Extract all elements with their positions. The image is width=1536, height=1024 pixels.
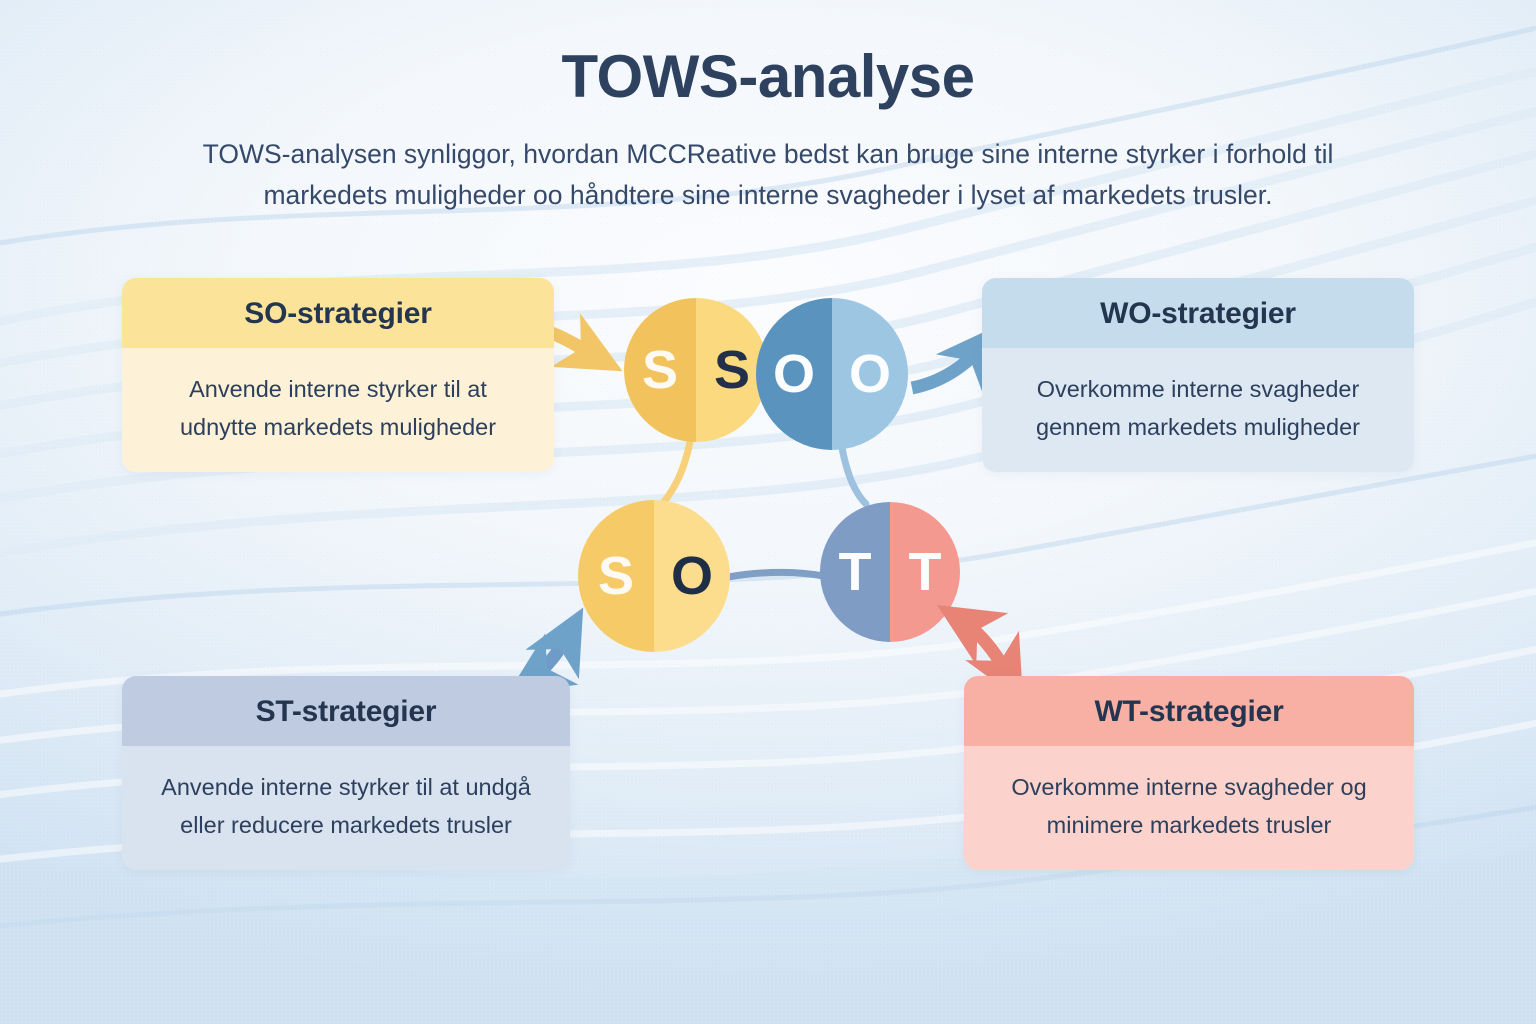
card-wt-strategier[interactable]: WT-strategier Overkomme interne svaghede… xyxy=(964,676,1414,870)
circle-threats-right-letter: T xyxy=(908,542,942,602)
connector-s-to-so xyxy=(660,438,694,506)
circle-threats-left-letter: T xyxy=(838,542,872,602)
circle-strengths-left-half xyxy=(624,298,696,442)
page-title: TOWS-analyse xyxy=(561,43,975,110)
page-subtitle: TOWS-analysen synliggor, hvordan MCCReat… xyxy=(202,139,1334,210)
st-arrow xyxy=(507,607,584,695)
circle-opportunities: O O xyxy=(756,298,908,450)
card-st-strategier[interactable]: ST-strategier Anvende interne styrker ti… xyxy=(122,676,570,870)
connector-o-to-t xyxy=(838,444,870,508)
circle-opportunities-right-letter: O xyxy=(848,344,891,404)
circle-so-right-half xyxy=(654,500,730,652)
circle-strengths: S S xyxy=(624,298,768,442)
card-so-title: SO-strategier xyxy=(122,278,554,348)
circle-strengths-left-letter: S xyxy=(641,340,679,400)
circle-so-left-letter: S xyxy=(597,546,635,606)
card-wo-body: Overkomme interne svagheder gennem marke… xyxy=(982,348,1414,472)
circle-opportunities-left-half xyxy=(756,298,832,450)
card-so-body: Anvende interne styrker til at udnytte m… xyxy=(122,348,554,472)
circle-so-left-half xyxy=(578,500,654,652)
circle-threats-left-half xyxy=(820,502,890,642)
card-wo-strategier[interactable]: WO-strategier Overkomme interne svaghede… xyxy=(982,278,1414,472)
circle-opportunities-left-letter: O xyxy=(772,344,815,404)
wt-arrow xyxy=(936,605,1024,703)
card-wt-title: WT-strategier xyxy=(964,676,1414,746)
circle-so-right-letter: O xyxy=(670,546,713,606)
circle-threats: T T xyxy=(820,502,960,642)
card-wo-title: WO-strategier xyxy=(982,278,1414,348)
card-st-title: ST-strategier xyxy=(122,676,570,746)
circle-opportunities-right-half xyxy=(832,298,908,450)
connector-so-to-t xyxy=(724,568,828,581)
card-st-body: Anvende interne styrker til at undgå ell… xyxy=(122,746,570,870)
card-so-strategier[interactable]: SO-strategier Anvende interne styrker ti… xyxy=(122,278,554,472)
circle-so: S O xyxy=(578,500,730,652)
wo-arrow xyxy=(910,324,1001,395)
card-wt-body: Overkomme interne svagheder og minimere … xyxy=(964,746,1414,870)
circle-strengths-right-letter: S xyxy=(713,340,751,400)
